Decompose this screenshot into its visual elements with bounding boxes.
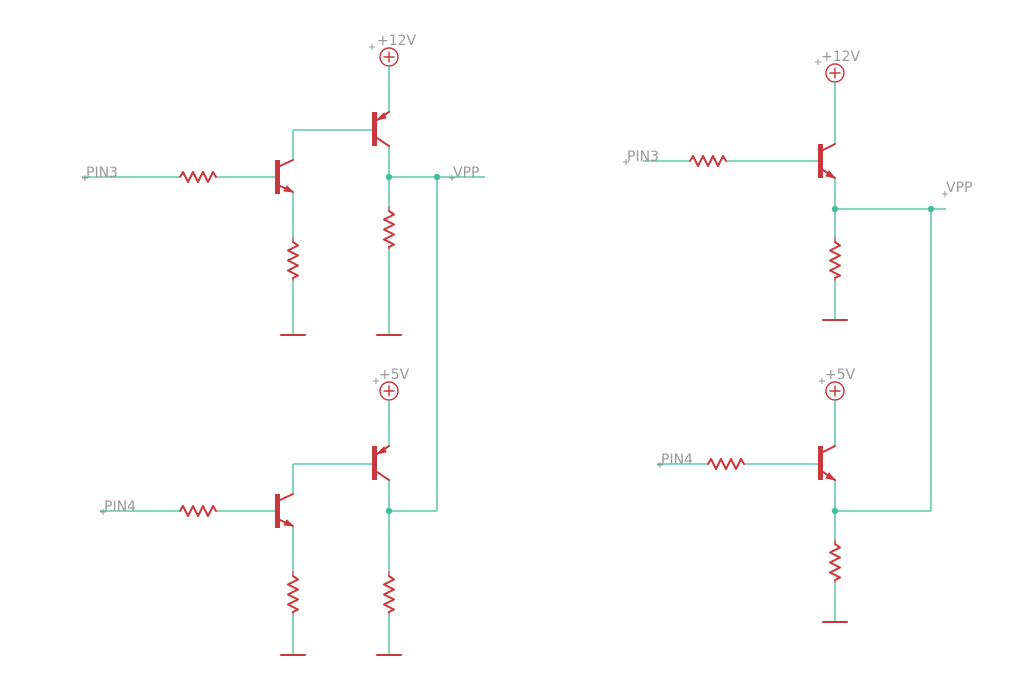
net-label-pin3-left: PIN3 <box>82 165 118 181</box>
resistor-pin4-input <box>707 458 745 470</box>
junction-dot <box>385 507 393 515</box>
supply-12v-right: +12V <box>815 49 861 83</box>
resistor-emitter-top-left <box>287 237 299 281</box>
resistor-pin3-input <box>689 155 727 167</box>
npn-transistor-bottom-right <box>818 445 837 481</box>
wires-top-left <box>82 129 485 512</box>
wires-bottom-right <box>657 400 836 622</box>
pnp-transistor-top-left <box>372 66 390 147</box>
net-label-pin4-right: PIN4 <box>657 452 693 468</box>
resistor-pin4-input <box>179 505 217 517</box>
net-label-pin4-left: PIN4 <box>100 499 136 515</box>
supply-12v-left: +12V <box>369 33 417 67</box>
resistor-collector-top-left <box>383 206 395 250</box>
pin3-label: PIN3 <box>86 165 118 181</box>
supply-12v-label: +12V <box>821 49 861 65</box>
junction-dot <box>433 173 441 181</box>
junction-dot <box>385 173 393 181</box>
junction-dot <box>831 507 839 515</box>
supply-5v-left: +5V <box>373 367 410 401</box>
pin4-label: PIN4 <box>104 499 136 515</box>
supply-5v-label: +5V <box>825 367 856 383</box>
npn-transistor-top-left <box>275 159 295 194</box>
resistor-emitter-bottom-right <box>829 539 841 583</box>
pnp-transistor-bottom-left <box>372 445 390 481</box>
resistor-emitter-top-right <box>829 237 841 281</box>
junction-dot <box>831 205 839 213</box>
vpp-label: VPP <box>946 180 972 196</box>
npn-transistor-top-right <box>818 143 837 179</box>
net-label-vpp-left: VPP <box>449 165 479 181</box>
vpp-label: VPP <box>453 165 479 181</box>
left-circuit: +12V PIN3 VPP <box>82 33 485 656</box>
net-label-vpp-right: VPP <box>942 180 972 197</box>
resistor-pin3-input <box>179 171 217 183</box>
pin4-label: PIN4 <box>661 452 693 468</box>
supply-12v-label: +12V <box>377 33 417 49</box>
npn-transistor-bottom-left <box>275 493 295 528</box>
supply-5v-right: +5V <box>819 367 856 401</box>
resistor-emitter-bottom-left <box>287 571 299 615</box>
supply-5v-label: +5V <box>379 367 410 383</box>
wires-bottom-left <box>100 400 390 655</box>
junction-dot <box>927 205 935 213</box>
right-circuit: +12V PIN3 VPP <box>623 49 972 623</box>
net-label-pin3-right: PIN3 <box>623 149 659 165</box>
resistor-collector-bottom-left <box>383 571 395 615</box>
pin3-label: PIN3 <box>627 149 659 165</box>
wires-top-right <box>643 82 946 512</box>
